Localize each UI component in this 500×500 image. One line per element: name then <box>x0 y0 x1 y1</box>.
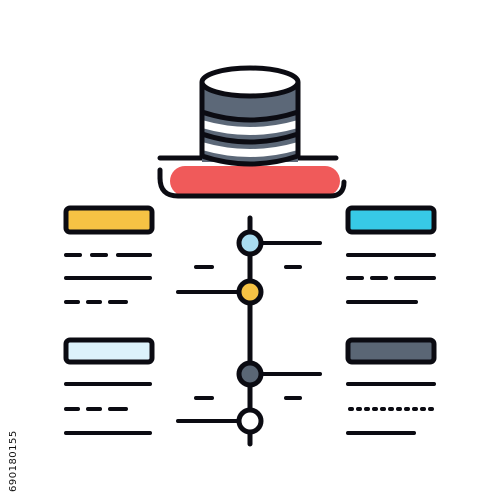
timeline-node-4 <box>236 407 264 435</box>
database-base <box>157 155 347 199</box>
database-icon <box>199 65 301 167</box>
card-bottom-right <box>345 337 437 435</box>
side-id-text: 690180155 <box>8 430 19 492</box>
card-top-right <box>345 205 437 304</box>
card-top-left <box>63 205 155 304</box>
timeline-node-2 <box>236 278 264 306</box>
timeline-node-3 <box>236 360 264 388</box>
timeline <box>176 215 322 447</box>
timeline-node-1 <box>236 229 264 257</box>
card-bottom-left <box>63 337 155 435</box>
